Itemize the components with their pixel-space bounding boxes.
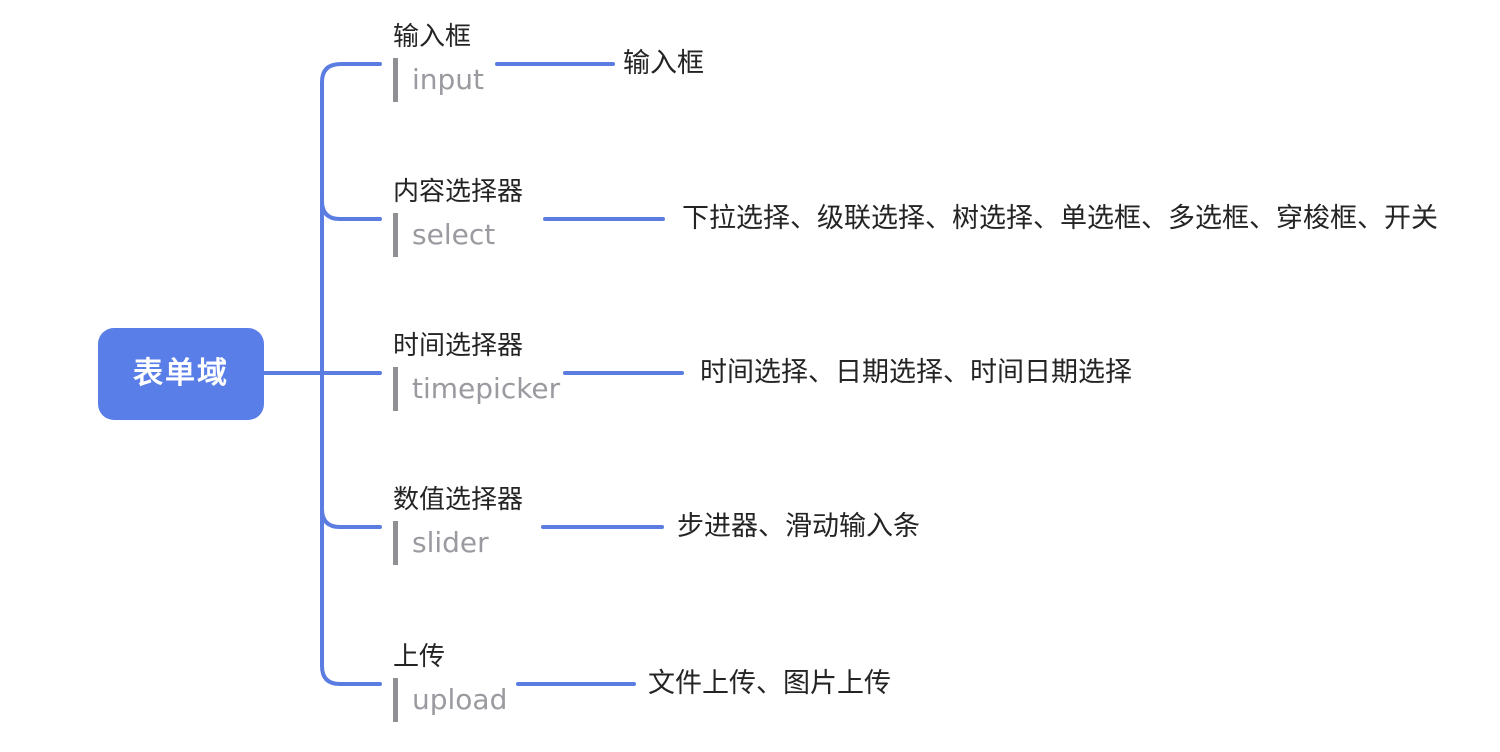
branch-stub-slider [320,507,382,529]
branch-node-slider[interactable]: 数值选择器 slider [393,485,523,565]
code-bar [393,213,398,257]
branch-node-input[interactable]: 输入框 input [393,22,484,102]
leaf-node-select[interactable]: 下拉选择、级联选择、树选择、单选框、多选框、穿梭框、开关 [682,203,1438,234]
branch-code: slider [412,526,489,559]
branch-node-select[interactable]: 内容选择器 select [393,177,523,257]
branch-node-upload[interactable]: 上传 upload [393,642,507,722]
branch-code-row: upload [393,678,507,722]
branch-title: 上传 [393,642,446,672]
root-node-label: 表单域 [133,356,229,391]
leaf-node-timepicker[interactable]: 时间选择、日期选择、时间日期选择 [700,357,1132,388]
branch-code-row: select [393,213,523,257]
leaf-node-slider[interactable]: 步进器、滑动输入条 [677,511,920,542]
branch-code-row: timepicker [393,367,560,411]
branch-code: timepicker [412,372,561,405]
leaf-node-upload[interactable]: 文件上传、图片上传 [648,668,891,699]
code-bar [393,58,398,102]
branch-code-row: slider [393,521,523,565]
code-bar [393,521,398,565]
branch-title: 时间选择器 [393,331,524,361]
branch-node-timepicker[interactable]: 时间选择器 timepicker [393,331,560,411]
trunk-connector [320,62,382,686]
branch-title: 输入框 [393,22,472,52]
code-bar [393,678,398,722]
branch-code: upload [412,683,508,716]
branch-title: 内容选择器 [393,177,524,207]
code-bar [393,367,398,411]
branch-code: select [412,218,496,251]
branch-code-row: input [393,58,484,102]
branch-title: 数值选择器 [393,485,524,515]
root-node-form-field[interactable]: 表单域 [98,328,264,420]
branch-code: input [412,63,485,96]
leaf-node-input[interactable]: 输入框 [623,48,704,79]
branch-stub-select [320,199,382,221]
